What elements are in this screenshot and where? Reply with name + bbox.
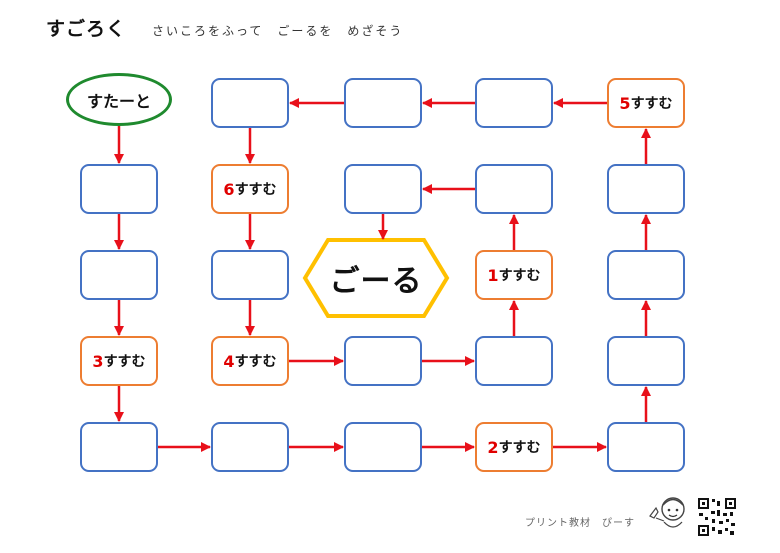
start-cell: すたーと: [66, 73, 172, 126]
board-cell: [607, 336, 685, 386]
goal-hexagon: [302, 238, 450, 318]
board-cell: [211, 422, 289, 472]
advance-label: すすむ: [234, 182, 277, 198]
instruction-text: さいころをふって ごーるを めざそう: [152, 24, 404, 38]
advance-label: すすむ: [234, 354, 277, 370]
board-cell: [211, 250, 289, 300]
board-cell: [80, 422, 158, 472]
board-cell: [344, 164, 422, 214]
advance-label: すすむ: [498, 268, 541, 284]
advance-number: 1: [487, 265, 499, 285]
board-cell: [607, 164, 685, 214]
board-cell: [475, 336, 553, 386]
board-cell: [80, 250, 158, 300]
advance-label: すすむ: [103, 354, 146, 370]
board-cell: [344, 78, 422, 128]
goal-label: ごーる: [329, 264, 423, 299]
board-cell: [344, 336, 422, 386]
advance-label: すすむ: [630, 96, 673, 112]
board-cell: [607, 422, 685, 472]
advance-number: 2: [487, 437, 499, 457]
page-title: すごろく: [46, 18, 127, 40]
board-cell: [80, 164, 158, 214]
publisher-label: プリント教材 ぴーす: [525, 518, 635, 529]
advance-number: 6: [223, 179, 235, 199]
board-cell: [475, 78, 553, 128]
mascot-icon: [649, 497, 685, 528]
board-cell: [344, 422, 422, 472]
board-cell: [211, 78, 289, 128]
advance-number: 5: [619, 93, 631, 113]
board-cell: [475, 164, 553, 214]
advance-label: すすむ: [498, 440, 541, 456]
advance-number: 4: [223, 351, 235, 371]
advance-number: 3: [92, 351, 104, 371]
board-cell: [607, 250, 685, 300]
qr-code-icon: [697, 497, 737, 537]
